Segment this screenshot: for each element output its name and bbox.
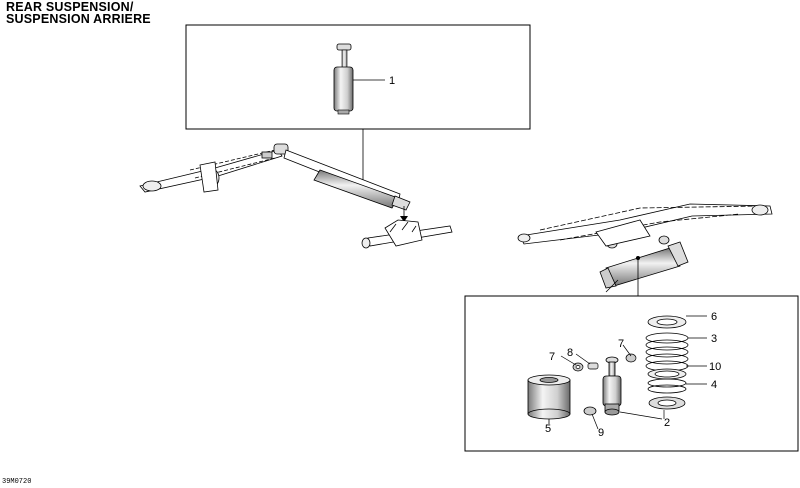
title-line-fr: SUSPENSION ARRIERE — [6, 12, 151, 26]
callout-1: 1 — [389, 75, 395, 87]
callout-10: 10 — [709, 361, 721, 373]
shock-assembly-installed — [599, 241, 689, 293]
callout-6: 6 — [711, 311, 717, 323]
rear-axle-bracket — [361, 219, 453, 249]
leader-lines — [560, 315, 707, 430]
bushing-part — [572, 353, 637, 372]
callout-9: 9 — [598, 427, 604, 439]
callout-labels: 1 2 3 4 5 6 7 7 8 9 10 — [389, 75, 721, 439]
callout-8: 8 — [567, 347, 573, 359]
callout-5: 5 — [545, 423, 551, 435]
bumper-part — [527, 374, 571, 420]
callout-7-right: 7 — [618, 338, 624, 350]
callout-3: 3 — [711, 333, 717, 345]
reference-code: 39M0720 — [2, 478, 32, 486]
detail-frame-bottom — [464, 295, 799, 452]
front-arm-assembly — [139, 143, 411, 211]
shock-body-part — [583, 356, 622, 416]
callout-4: 4 — [711, 379, 717, 391]
shock-absorber-part — [333, 43, 354, 115]
arrow-down-icon — [400, 216, 408, 222]
spring-stack — [645, 315, 689, 410]
detail-frame-top — [185, 24, 531, 130]
rear-arm-assembly — [517, 203, 773, 249]
callout-7-left: 7 — [549, 351, 555, 363]
title-line-en: REAR SUSPENSION/ — [6, 0, 134, 14]
diagram-title: REAR SUSPENSION/ SUSPENSION ARRIERE — [6, 0, 151, 26]
callout-2: 2 — [664, 417, 670, 429]
